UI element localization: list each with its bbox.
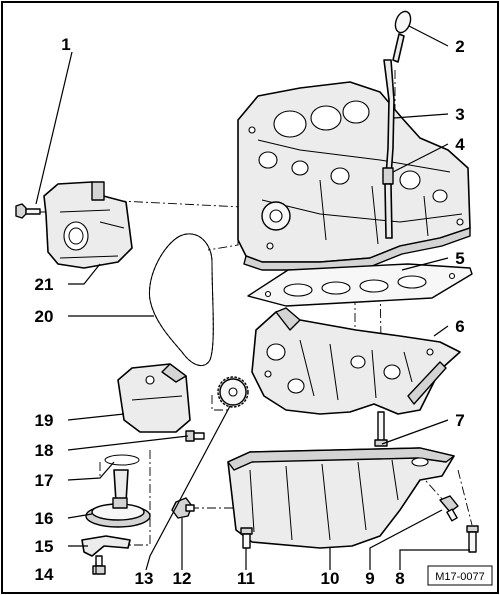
gasket	[247, 263, 473, 307]
callout-16: 16	[35, 509, 54, 528]
o-ring	[104, 454, 140, 466]
callout-12: 12	[173, 569, 192, 588]
callout-13: 13	[135, 569, 154, 588]
callout-15: 15	[35, 537, 54, 556]
bolt-9	[439, 495, 459, 522]
figure-code-box: M17-0077	[427, 565, 493, 586]
callout-5: 5	[455, 249, 464, 268]
callout-20: 20	[35, 307, 54, 326]
callout-labels: 1 2 3 4 5 6 7 8 9 10 11 12 13 14 15 16 1…	[35, 35, 466, 588]
oil-strainer	[85, 469, 151, 528]
callout-21: 21	[35, 275, 54, 294]
upper-oil-pan	[251, 307, 461, 415]
bolt-8	[466, 525, 479, 553]
callout-10: 10	[321, 569, 340, 588]
callout-2: 2	[455, 37, 464, 56]
drain-plug-12	[171, 497, 195, 519]
bolt-7	[374, 411, 388, 447]
callout-18: 18	[35, 441, 54, 460]
timing-chain	[148, 233, 214, 367]
callout-11: 11	[237, 569, 255, 588]
bolt-18	[185, 430, 205, 442]
oil-pump-sprocket	[217, 376, 249, 408]
dipstick	[392, 10, 412, 63]
bolt-11	[240, 527, 253, 549]
chain-guard	[117, 363, 191, 433]
callout-19: 19	[35, 411, 54, 430]
callout-8: 8	[395, 569, 404, 588]
callout-9: 9	[365, 569, 374, 588]
dipstick-guide-tube	[382, 59, 395, 239]
callout-7: 7	[455, 411, 464, 430]
lower-oil-pan	[227, 447, 455, 549]
bolt-1	[15, 203, 41, 219]
callout-4: 4	[455, 135, 465, 154]
leader-lines	[35, 25, 470, 574]
callout-1: 1	[61, 35, 70, 54]
bolt-14	[92, 555, 106, 575]
callout-6: 6	[455, 317, 464, 336]
bracket	[81, 535, 131, 557]
callout-17: 17	[35, 471, 54, 490]
callout-3: 3	[455, 105, 464, 124]
timing-chain-cover	[43, 181, 133, 269]
callout-14: 14	[35, 565, 54, 584]
figure-code: M17-0077	[435, 571, 485, 583]
engine-block	[237, 81, 471, 271]
